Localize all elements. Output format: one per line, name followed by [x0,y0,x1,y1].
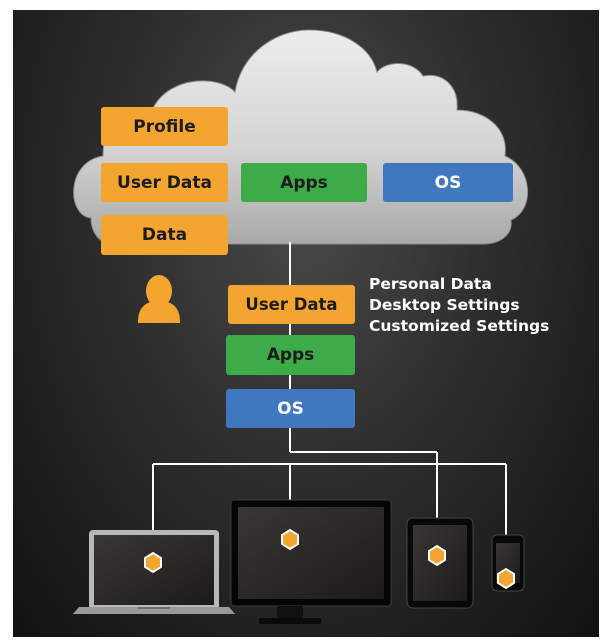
user-detail-personal-data: Personal Data [369,275,492,293]
stack-apps-box: Apps [226,335,355,375]
user-detail-desktop-settings: Desktop Settings [369,296,520,314]
user-icon [138,275,180,323]
user-details: Personal Data Desktop Settings Customize… [369,274,549,337]
stack-user-data-box: User Data [228,285,355,324]
monitor-node-icon [281,528,299,551]
cloud-user-data-box: User Data [101,163,228,202]
cloud-os-box: OS [383,163,513,202]
laptop-node-icon [144,551,162,574]
cloud-apps-box: Apps [241,163,367,202]
cloud-profile-box: Profile [101,107,228,146]
cloud-data-box: Data [101,215,228,255]
phone-node-icon [497,567,515,590]
connector-nodes [144,528,515,590]
diagram-panel: Profile User Data Data Apps OS User Data… [13,10,599,637]
tablet-node-icon [428,544,446,567]
monitor-icon [230,499,392,624]
stack-os-box: OS [226,389,355,428]
user-detail-customized-settings: Customized Settings [369,317,550,335]
